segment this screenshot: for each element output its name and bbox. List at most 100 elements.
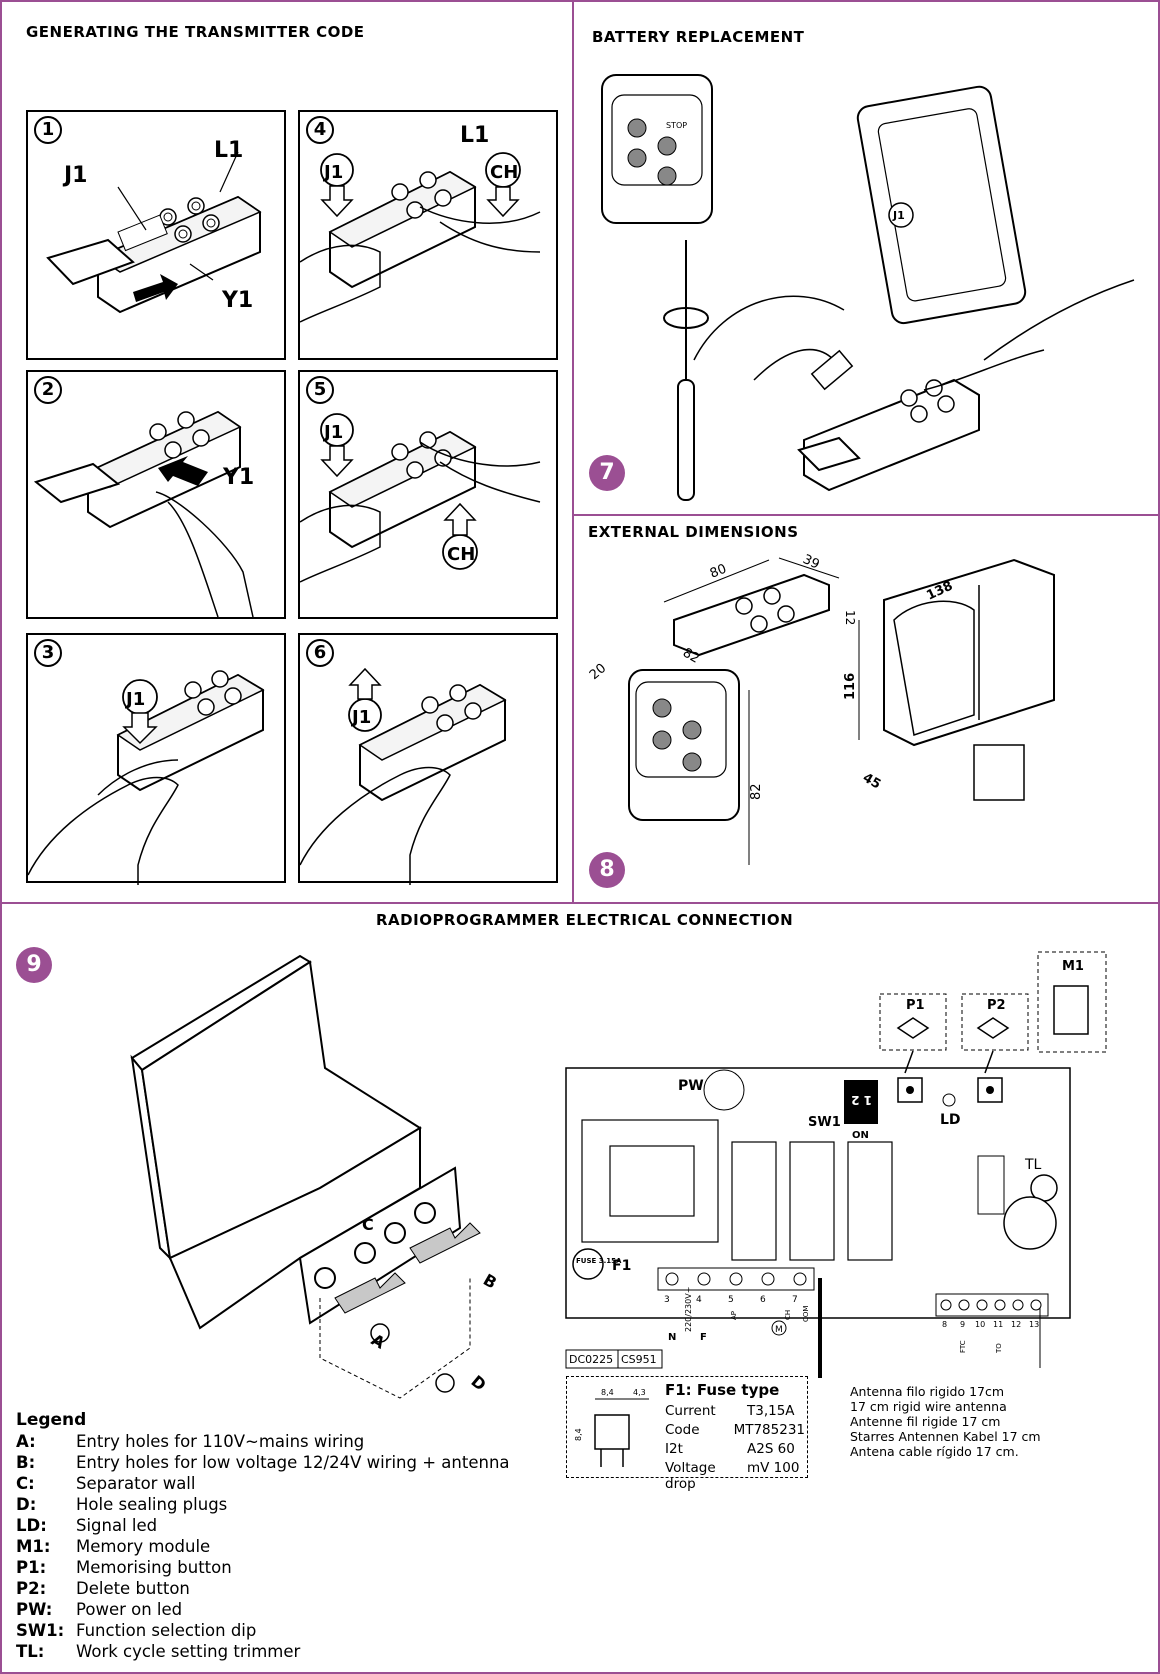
legend-item: C:Separator wall xyxy=(16,1474,196,1493)
fuse-title: F1: Fuse type xyxy=(665,1381,780,1399)
step-panel-1: 1 J1 L1 Y1 xyxy=(26,110,286,360)
motor-label: M xyxy=(775,1325,783,1335)
ch-label: CH xyxy=(490,162,518,183)
y1-label: Y1 xyxy=(222,465,254,490)
stop-label: STOP xyxy=(666,121,687,130)
dc-label: DC0225 xyxy=(569,1353,613,1366)
battery-illustration: STOP J1 xyxy=(601,74,1135,501)
legend: Legend A:Entry holes for 110V~mains wiri… xyxy=(16,1410,510,1662)
legend-item: P2:Delete button xyxy=(16,1579,190,1598)
step-panel-5: 5 J1 CH xyxy=(298,370,558,619)
fuse-badge-label: FUSE 3.15A xyxy=(576,1257,622,1265)
legend-title: Legend xyxy=(16,1410,87,1430)
j1-label: J1 xyxy=(322,422,343,443)
enclosure-illustration: A B C D xyxy=(130,954,500,1399)
legend-item: PW:Power on led xyxy=(16,1600,183,1619)
j1-label: J1 xyxy=(62,163,88,188)
antenna-line: Starres Antennen Kabel 17 cm xyxy=(850,1429,1041,1444)
step-panel-3: 3 J1 xyxy=(26,633,286,885)
cs-label: CS951 xyxy=(621,1353,657,1366)
remote-thick-dim: 12 xyxy=(843,610,857,625)
battery-step-badge: 7 xyxy=(589,455,625,491)
legend-item: B:Entry holes for low voltage 12/24V wir… xyxy=(16,1453,510,1472)
f-label: F xyxy=(700,1332,707,1343)
terminal-12: 12 xyxy=(1011,1320,1021,1329)
terminal-5: 5 xyxy=(728,1295,734,1305)
legend-item: A:Entry holes for 110V~mains wiring xyxy=(16,1432,365,1451)
j1-label: J1 xyxy=(892,209,905,222)
p1-label: P1 xyxy=(906,998,925,1013)
terminal-4: 4 xyxy=(696,1295,702,1305)
terminal-6: 6 xyxy=(760,1295,766,1305)
step-number: 1 xyxy=(34,116,62,144)
wall-height-dim: 82 xyxy=(749,783,764,800)
remote-illustration: J1 CH xyxy=(299,413,541,583)
label-c: C xyxy=(362,1215,374,1234)
legend-item: D:Hole sealing plugs xyxy=(16,1495,228,1514)
com-label: COM xyxy=(802,1306,810,1322)
dimensions-illustration: 80 39 12 20 82 82 138 116 45 xyxy=(587,552,1055,865)
sw1-label: SW1 xyxy=(808,1115,841,1130)
f1-label: F1 xyxy=(612,1258,631,1274)
j1-label: J1 xyxy=(124,689,145,710)
ch-term-label: CH xyxy=(784,1310,792,1320)
ld-label: LD xyxy=(940,1112,961,1128)
circuit-board-diagram: P1 P2 M1 PW 1 2 SW1 ON LD TL FUSE 3.15A … xyxy=(565,951,1107,1378)
terminal-10: 10 xyxy=(975,1320,985,1329)
remote-illustration: J1 xyxy=(299,667,507,885)
label-b: B xyxy=(480,1270,500,1293)
pw-label: PW xyxy=(678,1078,704,1094)
antenna-line: Antena cable rígido 17 cm. xyxy=(850,1444,1019,1459)
terminal-13: 13 xyxy=(1029,1320,1039,1329)
legend-item: SW1:Function selection dip xyxy=(16,1621,257,1640)
l1-label: L1 xyxy=(214,138,243,163)
p2-label: P2 xyxy=(987,998,1006,1013)
on-label: ON xyxy=(852,1130,869,1141)
fuse-dim-3: 8,4 xyxy=(574,1428,583,1441)
legend-item: TL:Work cycle setting trimmer xyxy=(16,1642,301,1661)
terminal-8: 8 xyxy=(942,1320,947,1329)
fuse-drawing: 8,4 4,3 8,4 xyxy=(574,1388,649,1467)
step-number: 3 xyxy=(34,639,62,667)
step-number: 6 xyxy=(306,639,334,667)
step-number: 5 xyxy=(306,376,334,404)
remote-length-dim: 80 xyxy=(708,562,729,582)
remote-illustration: J1 xyxy=(27,670,265,885)
antenna-line: Antenne fil rigide 17 cm xyxy=(850,1414,1001,1429)
electrical-title: RADIOPROGRAMMER ELECTRICAL CONNECTION xyxy=(376,911,794,929)
terminal-7: 7 xyxy=(792,1295,798,1305)
wall-width-dim: 82 xyxy=(680,645,702,666)
terminal-9: 9 xyxy=(960,1320,965,1329)
antenna-line: Antenna filo rigido 17cm xyxy=(850,1384,1005,1399)
step-panel-4: 4 J1 CH L1 xyxy=(298,110,558,360)
legend-item: P1:Memorising button xyxy=(16,1558,232,1577)
step-number: 2 xyxy=(34,376,62,404)
fuse-dim-1: 8,4 xyxy=(601,1388,614,1397)
m1-label: M1 xyxy=(1062,959,1084,974)
y1-label: Y1 xyxy=(221,288,253,313)
dip-label: 1 2 xyxy=(851,1093,872,1107)
remote-width-dim: 39 xyxy=(800,552,821,573)
electrical-step-badge: 9 xyxy=(16,947,52,983)
frame-electrical xyxy=(0,902,1160,1674)
terminal-3: 3 xyxy=(664,1295,670,1305)
step-number: 4 xyxy=(306,116,334,144)
label-d: D xyxy=(467,1372,489,1395)
wall-depth-dim: 20 xyxy=(587,661,609,683)
to-label: TO xyxy=(995,1343,1003,1354)
dimensions-title: EXTERNAL DIMENSIONS xyxy=(588,523,799,541)
dimensions-step-badge: 8 xyxy=(589,852,625,888)
tl-label: TL xyxy=(1024,1157,1042,1173)
j1-label: J1 xyxy=(350,707,371,728)
fuse-dim-2: 4,3 xyxy=(633,1388,646,1397)
legend-item: LD:Signal led xyxy=(16,1516,158,1535)
terminal-11: 11 xyxy=(993,1320,1003,1329)
legend-item: M1:Memory module xyxy=(16,1537,211,1556)
l1-label: L1 xyxy=(460,123,489,148)
box-depth-dim: 45 xyxy=(860,770,883,792)
transmitter-code-title: GENERATING THE TRANSMITTER CODE xyxy=(26,23,365,41)
j1-label: J1 xyxy=(322,162,343,183)
